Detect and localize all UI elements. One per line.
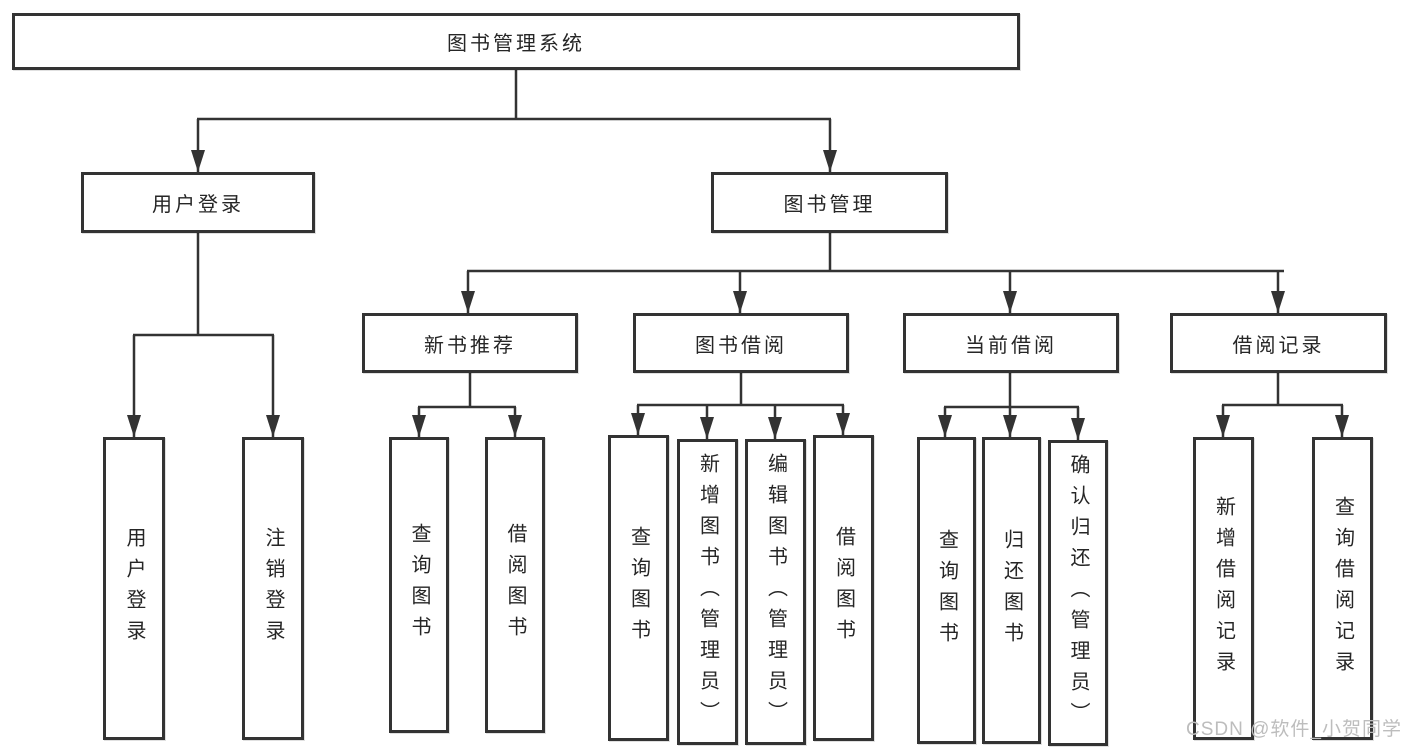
node-library-system-label: 图书管理系统 — [447, 33, 585, 55]
csdn-watermark: CSDN @软件_小贺同学 — [1186, 719, 1402, 740]
node-book-management: 图书管理 — [711, 172, 948, 233]
leaf-logout: 注销登录 — [242, 437, 304, 740]
node-user-login: 用户登录 — [81, 172, 315, 233]
leaf-current-return-label: 归还图书 — [1000, 528, 1023, 653]
leaf-borrow-borrow-label: 借阅图书 — [832, 526, 855, 650]
leaf-user-login: 用户登录 — [103, 437, 165, 740]
leaf-borrow-query-label: 查询图书 — [627, 526, 650, 650]
leaf-borrow-add-admin: 新增图书（管理员） — [677, 439, 738, 745]
leaf-borrow-edit-admin-label: 编辑图书（管理员） — [764, 452, 787, 732]
leaf-records-query: 查询借阅记录 — [1312, 437, 1373, 740]
leaf-current-query: 查询图书 — [917, 437, 976, 744]
leaf-newbook-query-label: 查询图书 — [408, 523, 430, 647]
leaf-records-add: 新增借阅记录 — [1193, 437, 1254, 740]
leaf-records-query-label: 查询借阅记录 — [1331, 495, 1354, 682]
leaf-current-return: 归还图书 — [982, 437, 1041, 744]
node-new-book-recommend-label: 新书推荐 — [424, 334, 516, 357]
leaf-newbook-borrow: 借阅图书 — [485, 437, 545, 733]
leaf-logout-label: 注销登录 — [262, 526, 284, 651]
leaf-newbook-borrow-label: 借阅图书 — [504, 523, 526, 647]
leaf-user-login-label: 用户登录 — [123, 526, 145, 651]
leaf-borrow-add-admin-label: 新增图书（管理员） — [696, 452, 719, 732]
node-current-borrow-label: 当前借阅 — [965, 334, 1057, 357]
leaf-newbook-query: 查询图书 — [389, 437, 449, 733]
leaf-current-confirm-admin: 确认归还（管理员） — [1048, 440, 1108, 746]
leaf-current-confirm-admin-label: 确认归还（管理员） — [1067, 453, 1089, 733]
node-current-borrow: 当前借阅 — [903, 313, 1119, 373]
node-user-login-label: 用户登录 — [152, 194, 244, 216]
node-library-system: 图书管理系统 — [12, 13, 1020, 70]
node-book-management-label: 图书管理 — [783, 194, 876, 216]
leaf-current-query-label: 查询图书 — [935, 528, 958, 653]
node-book-borrow-label: 图书借阅 — [695, 334, 787, 357]
leaf-records-add-label: 新增借阅记录 — [1212, 495, 1235, 682]
leaf-borrow-borrow: 借阅图书 — [813, 435, 874, 741]
node-new-book-recommend: 新书推荐 — [362, 313, 578, 373]
leaf-borrow-query: 查询图书 — [608, 435, 669, 741]
leaf-borrow-edit-admin: 编辑图书（管理员） — [745, 439, 806, 745]
node-borrow-records: 借阅记录 — [1170, 313, 1387, 373]
node-book-borrow: 图书借阅 — [633, 313, 849, 373]
node-borrow-records-label: 借阅记录 — [1232, 334, 1325, 357]
